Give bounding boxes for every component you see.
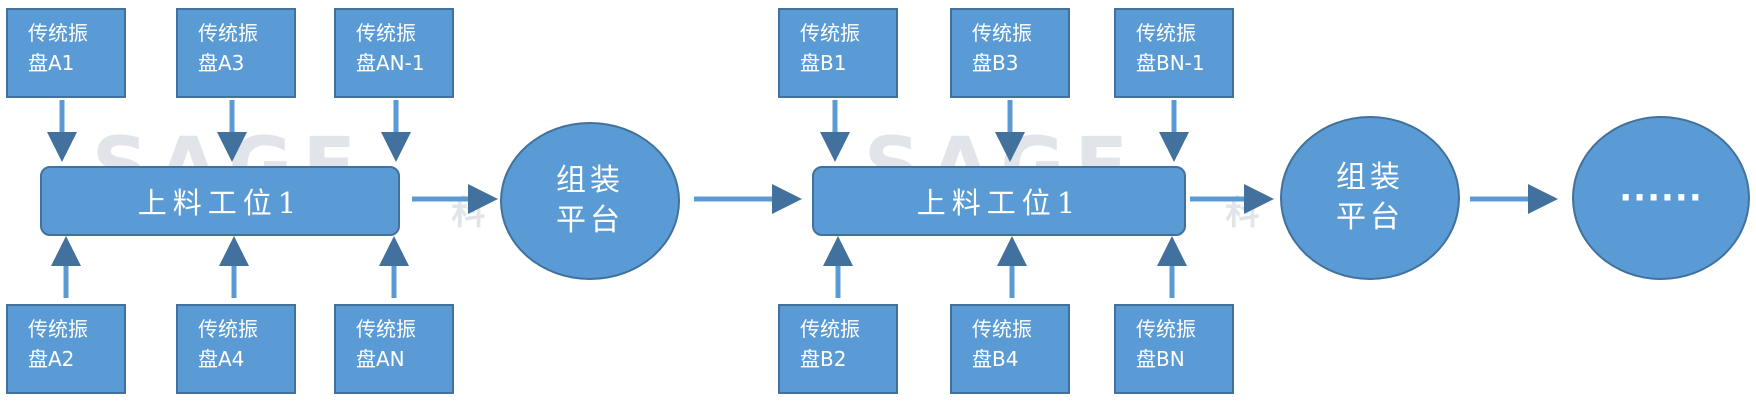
feeder-b2: 传统振 盘B2 — [778, 304, 898, 394]
feeder-label-line2: 盘B1 — [800, 51, 847, 75]
loading-station-a: 上料工位1 — [40, 166, 400, 236]
feeder-label-line2: 盘BN — [1136, 347, 1185, 371]
feeder-label-line2: 盘AN — [356, 347, 405, 371]
feeder-label-line1: 传统振 — [800, 317, 860, 341]
feeder-label-line2: 盘AN-1 — [356, 51, 425, 75]
feeder-label-line1: 传统振 — [28, 317, 88, 341]
continuation-ellipse: ······ — [1572, 116, 1750, 280]
feeder-label-line2: 盘BN-1 — [1136, 51, 1205, 75]
feeder-a1: 传统振 盘A1 — [6, 8, 126, 98]
feeder-label-line1: 传统振 — [972, 317, 1032, 341]
feeder-b3: 传统振 盘B3 — [950, 8, 1070, 98]
feeder-label-line1: 传统振 — [800, 21, 860, 45]
feeder-label-line2: 盘A4 — [198, 347, 245, 371]
feeder-label-line1: 传统振 — [1136, 21, 1196, 45]
platform-label-line2: 平台 — [556, 203, 624, 238]
feeder-label-line1: 传统振 — [972, 21, 1032, 45]
feeder-a3: 传统振 盘A3 — [176, 8, 296, 98]
feeder-an-1: 传统振 盘AN-1 — [334, 8, 454, 98]
feeder-label-line2: 盘A1 — [28, 51, 75, 75]
feeder-bn: 传统振 盘BN — [1114, 304, 1234, 394]
feeder-label-line2: 盘B2 — [800, 347, 847, 371]
feeder-b4: 传统振 盘B4 — [950, 304, 1070, 394]
feeder-label-line1: 传统振 — [198, 317, 258, 341]
feeder-a4: 传统振 盘A4 — [176, 304, 296, 394]
platform-label-line2: 平台 — [1336, 200, 1404, 235]
feeder-label-line2: 盘A3 — [198, 51, 245, 75]
assembly-platform-a: 组装 平台 — [500, 122, 680, 280]
feeder-b1: 传统振 盘B1 — [778, 8, 898, 98]
feeder-label-line1: 传统振 — [28, 21, 88, 45]
loading-station-b: 上料工位1 — [812, 166, 1186, 236]
platform-label-line1: 组装 — [556, 163, 624, 198]
feeder-label-line2: 盘A2 — [28, 347, 75, 371]
feeder-bn-1: 传统振 盘BN-1 — [1114, 8, 1234, 98]
feeder-an: 传统振 盘AN — [334, 304, 454, 394]
platform-label-line1: 组装 — [1336, 160, 1404, 195]
feeder-label-line2: 盘B4 — [972, 347, 1019, 371]
feeder-label-line1: 传统振 — [1136, 317, 1196, 341]
feeder-a2: 传统振 盘A2 — [6, 304, 126, 394]
assembly-platform-b: 组装 平台 — [1280, 116, 1460, 280]
feeder-label-line2: 盘B3 — [972, 51, 1019, 75]
feeder-label-line1: 传统振 — [198, 21, 258, 45]
feeder-label-line1: 传统振 — [356, 317, 416, 341]
feeder-label-line1: 传统振 — [356, 21, 416, 45]
